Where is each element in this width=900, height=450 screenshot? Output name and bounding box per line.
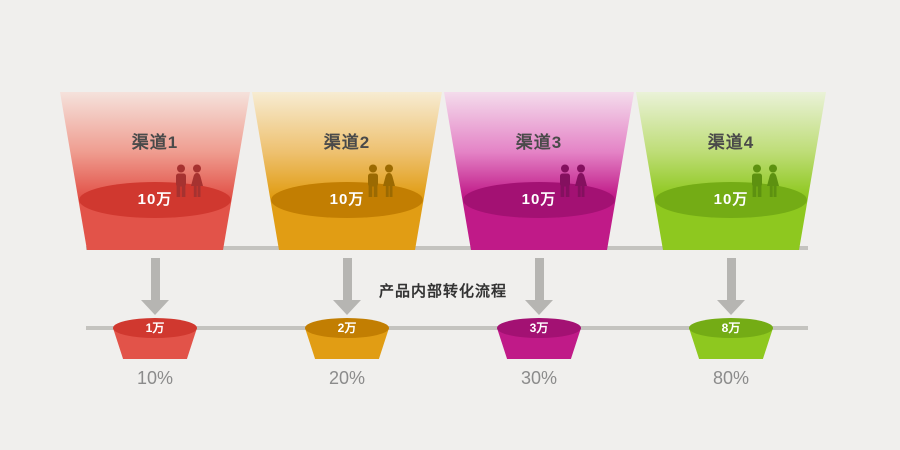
output-bucket: 1万 bbox=[113, 318, 197, 360]
conversion-rate: 10% bbox=[136, 368, 174, 388]
funnel-shape bbox=[636, 92, 826, 250]
bottom-baseline bbox=[86, 326, 808, 330]
channel-1-group: 渠道1 10万 1万 10% bbox=[60, 92, 250, 422]
conversion-rate: 30% bbox=[520, 368, 558, 388]
people-icon bbox=[560, 164, 587, 197]
channel-3-group: 渠道3 10万 3万 30% bbox=[444, 92, 634, 422]
input-value-badge: 10万 bbox=[79, 182, 231, 218]
down-arrow-icon bbox=[524, 258, 554, 316]
channel-2-group: 渠道2 10万 2万 20% bbox=[252, 92, 442, 422]
input-value-badge: 10万 bbox=[271, 182, 423, 218]
channel-label: 渠道1 bbox=[131, 133, 179, 152]
funnel-shape bbox=[252, 92, 442, 250]
output-value-badge: 1万 bbox=[113, 318, 197, 338]
down-arrow-icon bbox=[716, 258, 746, 316]
people-icon bbox=[752, 164, 779, 197]
output-bucket: 8万 bbox=[689, 318, 773, 360]
conversion-rate: 20% bbox=[328, 368, 366, 388]
input-value-badge: 10万 bbox=[655, 182, 807, 218]
top-baseline bbox=[86, 246, 808, 250]
down-arrow-icon bbox=[140, 258, 170, 316]
people-icon bbox=[176, 164, 203, 197]
input-value-badge: 10万 bbox=[463, 182, 615, 218]
funnel-shape bbox=[60, 92, 250, 250]
funnel-shape bbox=[444, 92, 634, 250]
output-value-badge: 3万 bbox=[497, 318, 581, 338]
output-bucket: 3万 bbox=[497, 318, 581, 360]
down-arrow-icon bbox=[332, 258, 362, 316]
channel-label: 渠道3 bbox=[515, 133, 563, 152]
output-value-badge: 2万 bbox=[305, 318, 389, 338]
output-bucket: 2万 bbox=[305, 318, 389, 360]
channel-label: 渠道2 bbox=[323, 133, 371, 152]
chart-title: 产品内部转化流程 bbox=[378, 283, 507, 300]
output-value-badge: 8万 bbox=[689, 318, 773, 338]
channel-4-group: 渠道4 10万 8万 80% bbox=[636, 92, 826, 422]
people-icon bbox=[368, 164, 395, 197]
channel-label: 渠道4 bbox=[707, 133, 755, 152]
conversion-rate: 80% bbox=[712, 368, 750, 388]
